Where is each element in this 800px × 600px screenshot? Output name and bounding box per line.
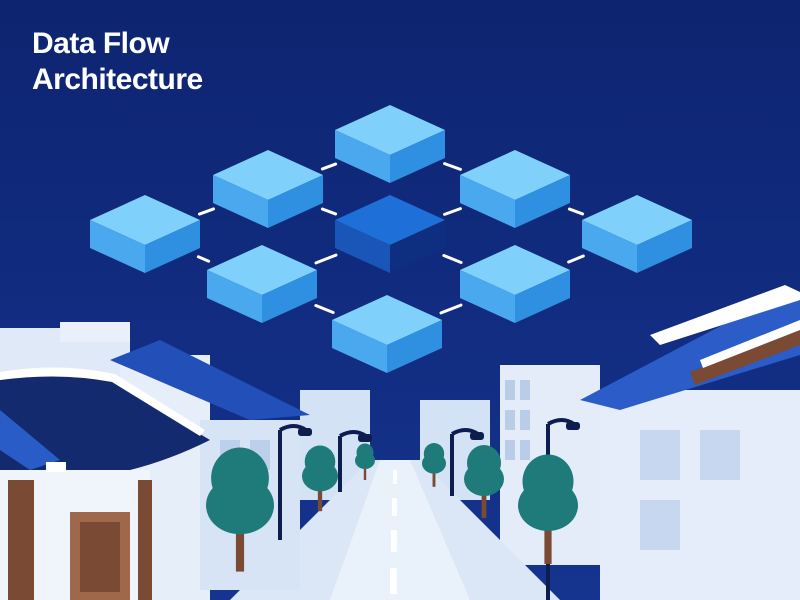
tree [518,454,578,564]
title-line-2: Architecture [32,63,203,96]
tree [464,445,504,518]
road [230,460,560,600]
street-trees [206,443,578,572]
street-lamp [338,430,372,492]
title-line-1: Data Flow [32,27,170,60]
network-connectors [196,162,585,315]
connector-line [320,162,338,171]
page-title: Data Flow Architecture [32,26,203,98]
tree [302,445,338,512]
cube-icon [90,195,200,273]
connector-line [196,255,211,263]
tree [206,447,274,572]
connector-line [197,207,216,216]
cube-icon [207,245,317,323]
cube-icon [460,150,570,228]
connector-line [567,254,585,264]
connector-line [439,303,463,315]
street-lamp [450,428,484,496]
connector-line [443,207,462,216]
connector-line [314,253,338,265]
cube-icon [213,150,323,228]
right-hanok-building [580,285,800,600]
cube-icon [460,245,570,323]
connector-line [442,254,463,264]
cube-icon [335,105,445,183]
connector-line [567,207,585,216]
connector-line [443,162,462,171]
cube-icon [332,295,442,373]
street-lamp [278,424,312,540]
cube-icon [582,195,692,273]
connector-line [314,304,335,314]
connector-line [320,207,338,216]
tree [422,443,446,487]
cube-icon [335,195,445,273]
network-nodes [90,105,692,373]
tree [355,443,375,480]
